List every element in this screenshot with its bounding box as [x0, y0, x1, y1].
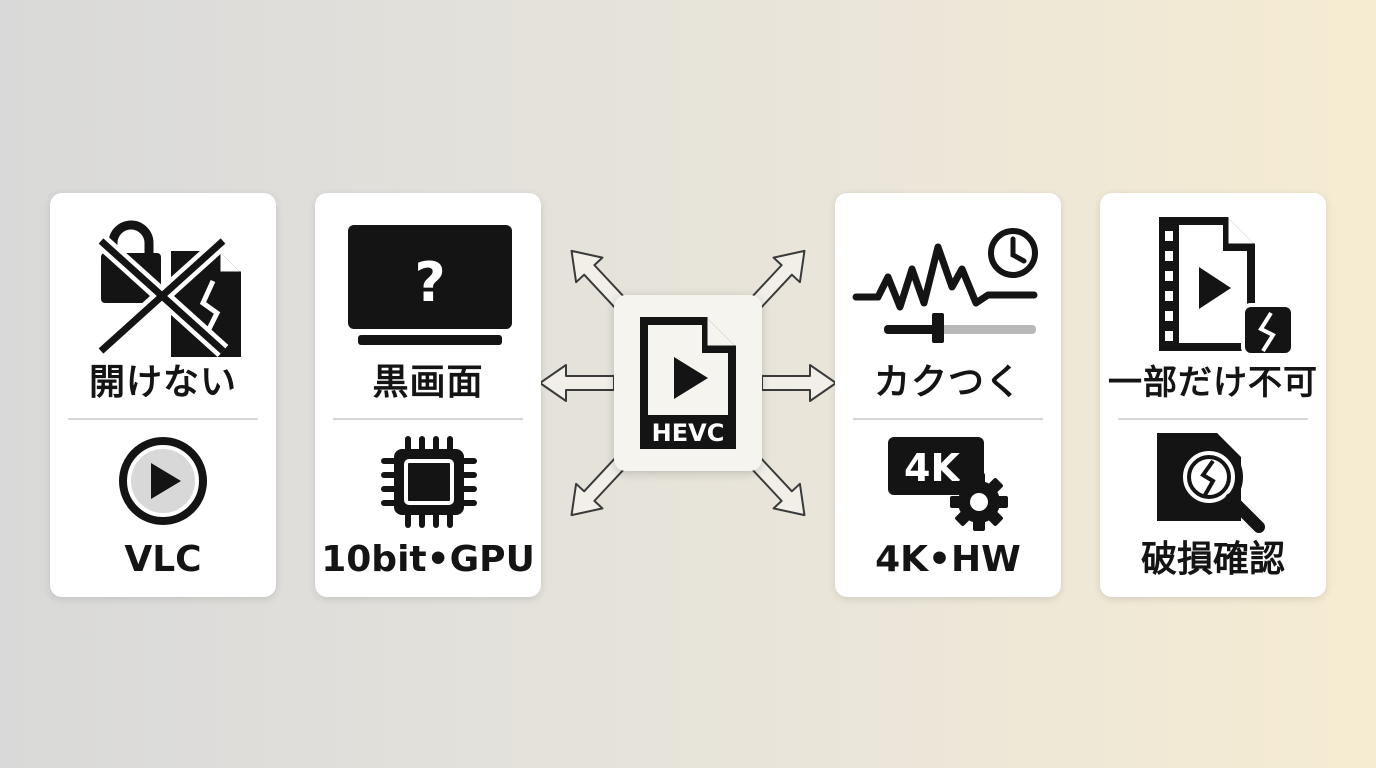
- 4k-gear-icon: 4K: [888, 437, 1008, 531]
- card-label-top: 開けない: [88, 362, 237, 403]
- card-divider: [1118, 418, 1308, 420]
- magnify-broken-icon: [1157, 433, 1265, 533]
- arrow-left: [539, 364, 615, 402]
- card-label-top: 一部だけ不可: [1108, 363, 1318, 403]
- 4k-badge-text: 4K: [904, 446, 961, 490]
- hevc-label: HEVC: [651, 419, 725, 447]
- locked-broken-file-crossed-icon: [95, 220, 241, 357]
- card-label-top: 黒画面: [372, 362, 484, 403]
- chip-icon: [381, 436, 477, 528]
- card-stutter: カクつく 4K 4K•HW: [835, 193, 1061, 597]
- video-file-icon: [640, 317, 736, 449]
- jitter-graph-clock-icon: [852, 228, 1038, 343]
- card-label-top: カクつく: [873, 362, 1022, 403]
- card-divider: [68, 418, 258, 420]
- arrow-right: [761, 364, 837, 402]
- video-file-broken-icon: [1159, 217, 1295, 357]
- play-circle-icon: [119, 437, 207, 525]
- card-label-bottom: 破損確認: [1140, 539, 1285, 580]
- card-label-bottom: 4K•HW: [875, 539, 1021, 580]
- svg-text:?: ?: [414, 251, 445, 314]
- card-black-screen: ? 黒画面 10bit•GPU: [315, 193, 541, 597]
- hevc-center-card: HEVC: [614, 295, 762, 471]
- card-divider: [333, 418, 523, 420]
- card-label-bottom: 10bit•GPU: [321, 539, 535, 580]
- card-cannot-open: 開けない VLC: [50, 193, 276, 597]
- card-partial-fail: 一部だけ不可 破損確認: [1100, 193, 1326, 597]
- card-label-bottom: VLC: [124, 539, 202, 580]
- monitor-question-icon: ?: [348, 225, 512, 345]
- card-divider: [853, 418, 1043, 420]
